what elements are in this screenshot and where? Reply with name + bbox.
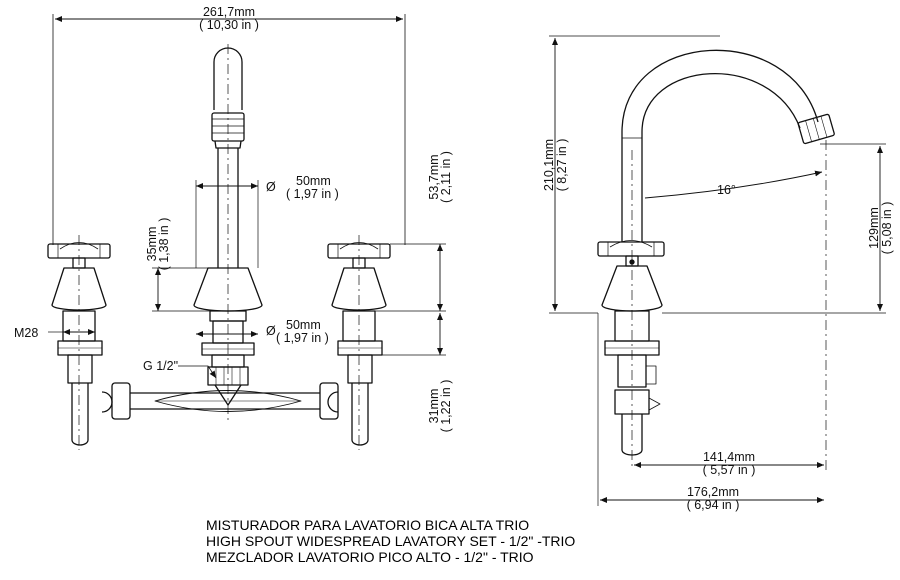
front-dimension-labels: 261,7mm ( 10,30 in ) Ø 50mm ( 1,97 in ) … <box>14 5 453 432</box>
connection-bridge <box>111 382 339 420</box>
spout-diameter-in: ( 1,97 in ) <box>286 187 339 201</box>
gooseneck-spout <box>621 49 819 242</box>
spout-height-in: ( 5,08 in ) <box>880 202 894 255</box>
body-height-in: ( 1,38 in ) <box>157 218 171 271</box>
spout-tube <box>211 47 245 268</box>
left-valve <box>47 242 113 446</box>
title-es: MEZCLADOR LAVATORIO PICO ALTO - 1/2" - T… <box>206 549 534 565</box>
body-diameter-symbol: Ø <box>266 324 276 338</box>
title-block: MISTURADOR PARA LAVATORIO BICA ALTA TRIO… <box>206 517 575 565</box>
overall-width-mm: 261,7mm <box>203 5 255 19</box>
overall-depth-in: ( 6,94 in ) <box>687 498 740 512</box>
spout-reach-mm: 141,4mm <box>703 450 755 464</box>
handle-height-mm: 53,7mm <box>427 154 441 199</box>
title-en: HIGH SPOUT WIDESPREAD LAVATORY SET - 1/2… <box>206 533 576 549</box>
side-dimension-labels: 210,1mm ( 8,27 in ) 129mm ( 5,08 in ) 16… <box>542 139 894 512</box>
spout-height-mm: 129mm <box>867 207 881 249</box>
front-view <box>47 14 446 450</box>
total-height-in: ( 8,27 in ) <box>555 139 569 192</box>
spout-diameter-symbol: Ø <box>266 180 276 194</box>
handle-height-in: ( 2,11 in ) <box>439 151 453 203</box>
body-height-mm: 35mm <box>145 227 159 262</box>
overall-depth-mm: 176,2mm <box>687 485 739 499</box>
shank-length-in: ( 1,22 in ) <box>439 380 453 433</box>
thread-label: M28 <box>14 326 38 340</box>
total-height-mm: 210,1mm <box>542 139 556 191</box>
shank-length-mm: 31mm <box>427 389 441 424</box>
spout-reach-in: ( 5,57 in ) <box>703 463 756 477</box>
spout-angle: 16° <box>717 183 736 197</box>
body-diameter-mm: 50mm <box>286 318 321 332</box>
side-view <box>549 35 886 506</box>
overall-width-in: ( 10,30 in ) <box>199 18 259 32</box>
spout-diameter-mm: 50mm <box>296 174 331 188</box>
connection-label: G 1/2" <box>143 359 178 373</box>
body-diameter-in: ( 1,97 in ) <box>276 331 329 345</box>
title-pt: MISTURADOR PARA LAVATORIO BICA ALTA TRIO <box>206 517 530 533</box>
